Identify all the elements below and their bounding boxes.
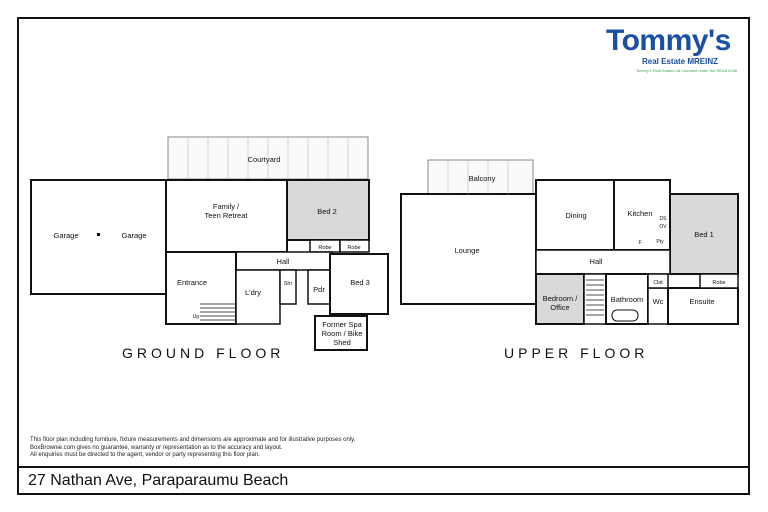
garage-room	[30, 179, 167, 295]
garage-marker-icon	[97, 233, 100, 236]
bathtub-icon	[611, 309, 639, 322]
label-upper-hall: Hall	[590, 257, 603, 266]
upper-hall	[535, 249, 671, 275]
label-spa-2: Room / Bike	[322, 329, 363, 338]
upper-robe	[699, 273, 739, 289]
label-pty: Pty	[656, 239, 664, 245]
label-wc: Wc	[653, 297, 664, 306]
label-family-2: Teen Retreat	[205, 211, 249, 220]
disclaimer-line: All enquiries must be directed to the ag…	[30, 452, 260, 458]
label-entrance: Entrance	[177, 278, 207, 287]
label-ground-hall: Hall	[277, 257, 290, 266]
brand-subtitle: Real Estate MREINZ	[642, 57, 719, 66]
wc-room	[647, 287, 669, 325]
label-shower: Shr	[284, 281, 293, 287]
label-spa: Former Spa	[322, 320, 362, 329]
label-dining: Dining	[565, 211, 586, 220]
ground-floor-label: GROUND FLOOR	[122, 345, 285, 361]
label-bedroom-2: Office	[550, 303, 569, 312]
label-robe1: Robe	[318, 245, 331, 251]
label-up: Up	[193, 314, 200, 320]
balcony-area	[427, 159, 534, 195]
spa-room	[314, 315, 368, 351]
label-laundry: L'dry	[245, 288, 261, 297]
label-courtyard: Courtyard	[248, 155, 281, 164]
label-f: F	[638, 240, 641, 246]
lounge-room	[400, 193, 537, 305]
ensuite-room	[667, 287, 739, 325]
label-kitchen: Kitchen	[627, 209, 652, 218]
shower-room	[279, 269, 297, 305]
footer-divider	[17, 466, 750, 468]
disclaimer-line: This floor plan including furniture, fix…	[30, 437, 356, 443]
label-upper-robe: Robe	[712, 280, 725, 286]
label-garage-right: Garage	[121, 231, 146, 240]
property-address: 27 Nathan Ave, Paraparaumu Beach	[28, 472, 289, 489]
label-bed3: Bed 3	[350, 278, 370, 287]
label-balcony: Balcony	[469, 174, 496, 183]
label-garage-left: Garage	[53, 231, 78, 240]
bathroom-room	[605, 273, 649, 325]
brand-name: Tommy's	[606, 24, 731, 57]
label-ov: OV	[659, 224, 667, 230]
upper-floor-label: UPPER FLOOR	[504, 345, 649, 361]
bed1-room	[669, 193, 739, 275]
brand-logo: Tommy's Real Estate MREINZ Tommy's Real …	[606, 26, 746, 76]
label-ds: DS	[660, 216, 668, 222]
disclaimer-text: This floor plan including furniture, fix…	[30, 437, 450, 460]
robe2-room	[339, 239, 370, 253]
label-bathroom: Bathroom	[611, 295, 644, 304]
cbd-room	[647, 273, 669, 289]
label-bed1: Bed 1	[694, 230, 714, 239]
bed3-room	[329, 253, 389, 315]
label-bed2: Bed 2	[317, 207, 337, 216]
upper-stairs	[583, 273, 607, 325]
label-spa-3: Shed	[333, 338, 351, 347]
label-ensuite: Ensuite	[689, 297, 714, 306]
label-family: Family /	[213, 202, 240, 211]
label-lounge: Lounge	[454, 246, 479, 255]
laundry-room	[235, 269, 281, 325]
label-powder: Pdr	[313, 285, 325, 294]
label-robe2: Robe	[347, 245, 360, 251]
entrance-room	[165, 251, 237, 325]
label-bedroom: Bedroom /	[543, 294, 579, 303]
disclaimer-line: BoxBrownie.com gives no guarantee, warra…	[30, 444, 283, 451]
label-cbd: Cbd	[653, 280, 662, 286]
brand-tagline: Tommy's Real Estate Ltd Licensed under t…	[636, 68, 738, 73]
bed2-room	[286, 179, 370, 241]
